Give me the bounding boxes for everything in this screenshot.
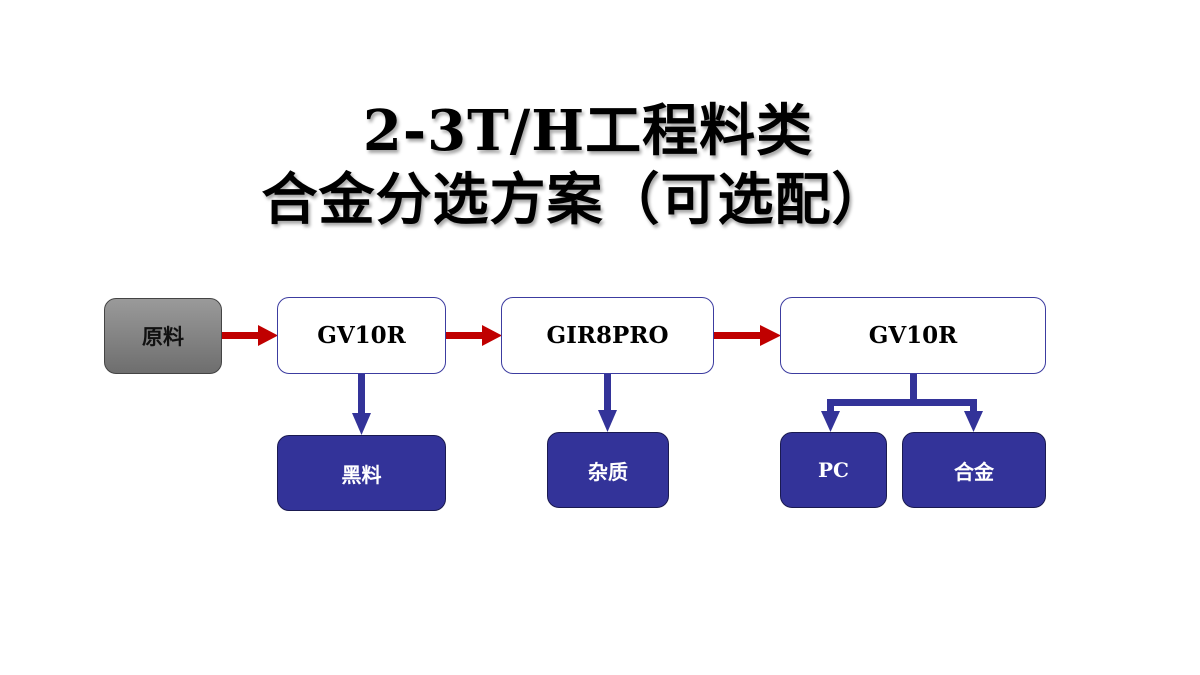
output-arrows xyxy=(352,373,983,435)
arrow-stage2-to-out2 xyxy=(598,373,617,432)
node-stage1-gv10r: GV10R xyxy=(277,297,446,374)
arrow-stage1-to-stage2 xyxy=(445,325,502,346)
arrow-stage2-to-stage3 xyxy=(713,325,781,346)
flow-arrows xyxy=(221,325,781,346)
output-impurities: 杂质 xyxy=(547,432,669,508)
node-raw-material: 原料 xyxy=(104,298,222,374)
node-stage2-gir8pro: GIR8PRO xyxy=(501,297,714,374)
output-alloy: 合金 xyxy=(902,432,1046,508)
title-line-2: 合金分选方案（可选配） xyxy=(261,167,889,233)
output-pc: PC xyxy=(780,432,887,508)
arrow-raw-to-stage1 xyxy=(221,325,278,346)
arrow-stage1-to-out1 xyxy=(352,373,371,435)
output-black-material: 黑料 xyxy=(277,435,446,511)
arrow-stage3-split xyxy=(821,373,983,432)
title-line-1: 2-3T/H工程料类 xyxy=(362,98,814,164)
node-stage3-gv10r: GV10R xyxy=(780,297,1046,374)
